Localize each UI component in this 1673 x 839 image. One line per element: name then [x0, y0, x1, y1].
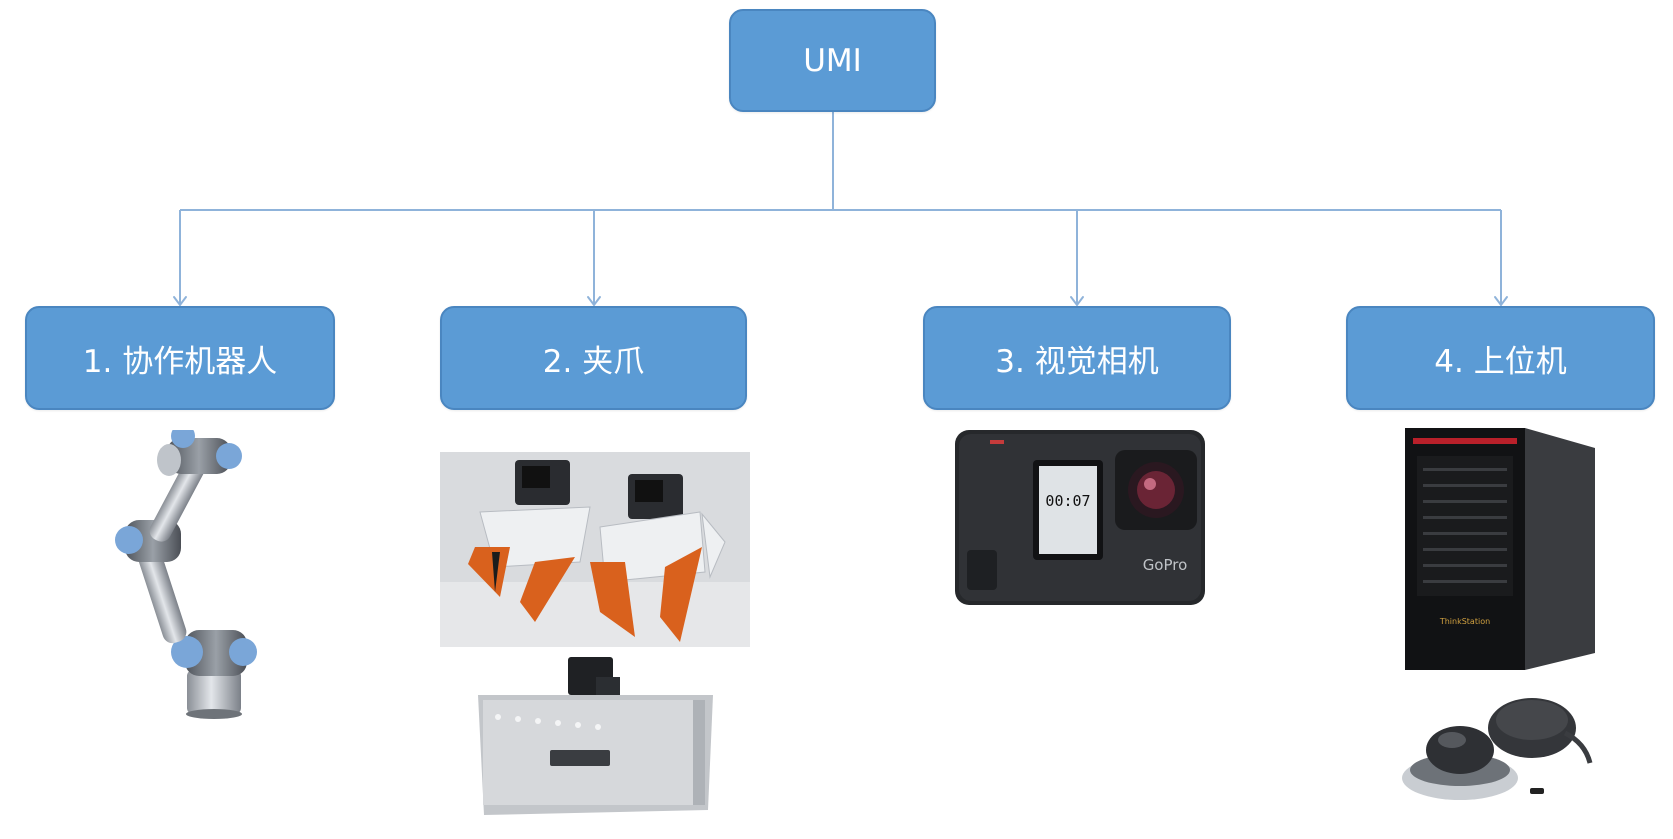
3d-mouse-image — [1402, 698, 1593, 800]
node-host-computer-label: 4. 上位机 — [1434, 343, 1567, 380]
workstation-brand: ThinkStation — [1439, 617, 1490, 626]
node-cobot: 1. 协作机器人 — [25, 306, 335, 410]
gripper-module-image — [478, 657, 713, 815]
gripper-photo — [440, 452, 750, 647]
workstation-image: ThinkStation — [1405, 428, 1595, 670]
node-camera-label: 3. 视觉相机 — [995, 343, 1159, 380]
camera-screen-time: 00:07 — [1045, 492, 1090, 510]
node-gripper-label: 2. 夹爪 — [542, 343, 645, 380]
node-cobot-label: 1. 协作机器人 — [82, 343, 278, 380]
robot-arm-image — [115, 430, 257, 719]
camera-brand: GoPro — [1143, 556, 1188, 574]
node-gripper: 2. 夹爪 — [440, 306, 747, 410]
root-node-label: UMI — [803, 42, 862, 79]
root-node-umi: UMI — [729, 9, 936, 112]
node-host-computer: 4. 上位机 — [1346, 306, 1655, 410]
action-camera-image: 00:07 GoPro — [955, 430, 1205, 605]
node-camera: 3. 视觉相机 — [923, 306, 1231, 410]
